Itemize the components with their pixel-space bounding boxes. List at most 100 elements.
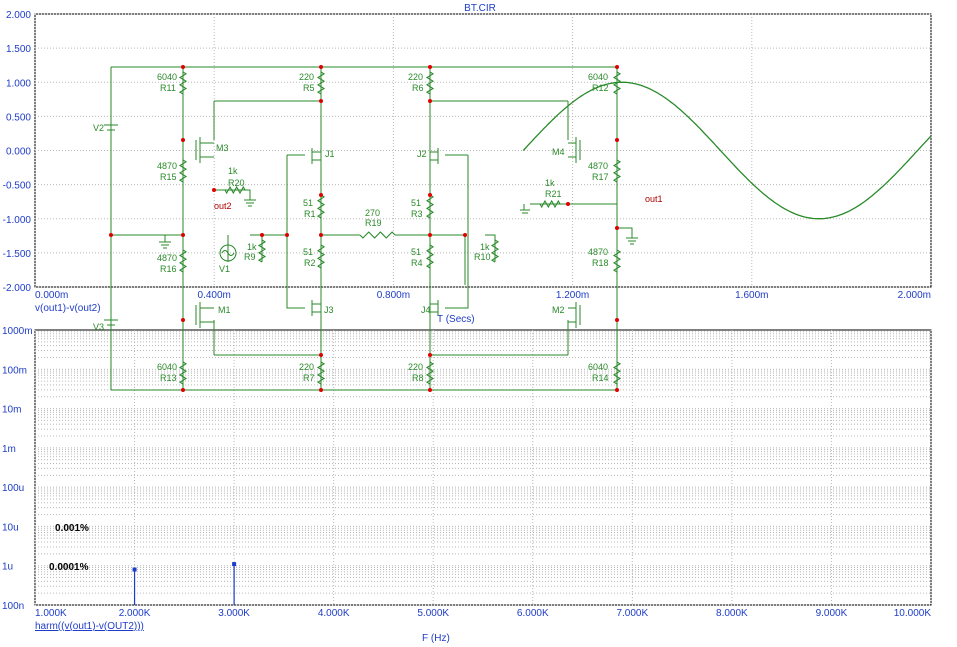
schematic-node (319, 353, 323, 357)
schematic-label[interactable]: R10 (474, 252, 491, 262)
schematic-label[interactable]: 6040 (588, 362, 608, 372)
schematic-node (428, 193, 432, 197)
top-y-tick: -1.000 (3, 215, 32, 226)
schematic-node (428, 353, 432, 357)
branch-wires (182, 67, 431, 390)
schematic-label[interactable]: R15 (160, 172, 177, 182)
circuit-schematic[interactable] (104, 66, 638, 391)
schematic-label[interactable]: V1 (219, 264, 230, 274)
schematic-label[interactable]: R21 (545, 189, 562, 199)
bottom-plot-grid (34, 330, 932, 606)
schematic-label[interactable]: 1k (480, 242, 490, 252)
bottom-y-tick: 100m (2, 365, 27, 376)
schematic-label[interactable]: 220 (299, 362, 314, 372)
bottom-y-tick: 1000m (2, 326, 33, 337)
top-y-tick: -1.500 (3, 249, 32, 260)
top-y-tick: 0.000 (6, 147, 31, 158)
schematic-label[interactable]: M3 (216, 143, 229, 153)
schematic-label[interactable]: V2 (93, 123, 104, 133)
schematic-label[interactable]: M2 (552, 305, 565, 315)
schematic-node (463, 233, 467, 237)
resistor (612, 361, 622, 385)
schematic-label[interactable]: 6040 (157, 72, 177, 82)
top-x-tick: 0.000m (35, 290, 68, 301)
schematic-label[interactable]: 4870 (157, 253, 177, 263)
resistor (425, 361, 435, 385)
schematic-label[interactable]: 51 (411, 198, 421, 208)
top-x-tick: 1.600m (735, 290, 768, 301)
bottom-x-tick: 7.000K (616, 608, 648, 619)
schematic-label[interactable]: R9 (244, 252, 256, 262)
schematic-node (428, 388, 432, 392)
schematic-label[interactable]: R11 (160, 83, 176, 93)
schematic-label[interactable]: V3 (93, 322, 104, 332)
schematic-label[interactable]: 6040 (588, 72, 608, 82)
resistor (316, 71, 326, 95)
schematic-label[interactable]: 220 (408, 362, 423, 372)
resistor (612, 159, 622, 183)
schematic-label[interactable]: R17 (592, 172, 609, 182)
schematic-label[interactable]: 4870 (588, 247, 608, 257)
schematic-label[interactable]: R3 (411, 209, 423, 219)
schematic-label[interactable]: R4 (411, 258, 423, 268)
resistor (425, 194, 435, 219)
schematic-node (109, 233, 113, 237)
top-trace-label[interactable]: v(out1)-v(out2) (35, 303, 101, 314)
bottom-y-tick: 1m (2, 444, 16, 455)
resistor (316, 194, 326, 219)
top-y-axis: 2.0001.5001.0000.5000.000-0.500-1.000-1.… (3, 10, 32, 294)
resistor (612, 71, 622, 95)
schematic-label[interactable]: J2 (417, 149, 427, 159)
schematic-label[interactable]: 1k (545, 178, 555, 188)
resistor (539, 199, 561, 209)
schematic-label[interactable]: 51 (411, 247, 421, 257)
schematic-label[interactable]: R6 (412, 83, 424, 93)
schematic-node (319, 388, 323, 392)
schematic-node (319, 233, 323, 237)
schematic-node (212, 188, 216, 192)
bottom-x-tick: 9.000K (816, 608, 848, 619)
schematic-label[interactable]: 4870 (157, 161, 177, 171)
schematic-label[interactable]: J3 (324, 305, 334, 315)
schematic-node (615, 65, 619, 69)
bottom-x-tick: 2.000K (119, 608, 151, 619)
schematic-label[interactable]: R20 (228, 178, 245, 188)
schematic-label[interactable]: R8 (412, 373, 424, 383)
j1-symbol (311, 148, 321, 164)
schematic-label[interactable]: R16 (160, 264, 177, 274)
bottom-y-tick: 100n (2, 601, 24, 612)
schematic-label[interactable]: R19 (365, 218, 382, 228)
schematic-label[interactable]: 4870 (588, 161, 608, 171)
schematic-label[interactable]: out1 (645, 194, 663, 204)
schematic-label[interactable]: R1 (304, 209, 316, 219)
schematic-label[interactable]: out2 (214, 201, 232, 211)
schematic-label[interactable]: R13 (160, 373, 177, 383)
schematic-label[interactable]: M4 (552, 147, 565, 157)
schematic-label[interactable]: 220 (408, 72, 423, 82)
schematic-label[interactable]: R7 (303, 373, 315, 383)
schematic-label[interactable]: R12 (592, 83, 609, 93)
schematic-label[interactable]: R5 (303, 83, 315, 93)
bottom-trace-label[interactable]: harm((v(out1)-v(OUT2))) (35, 621, 144, 632)
schematic-label[interactable]: 270 (365, 208, 380, 218)
bottom-y-tick: 10u (2, 522, 19, 533)
schematic-label[interactable]: R14 (592, 373, 609, 383)
resistor (224, 185, 246, 195)
schematic-label[interactable]: M1 (218, 305, 231, 315)
schematic-label[interactable]: 6040 (157, 362, 177, 372)
schematic-label[interactable]: 51 (303, 198, 313, 208)
schematic-label[interactable]: J1 (325, 149, 335, 159)
schematic-label[interactable]: R18 (592, 258, 609, 268)
schematic-label[interactable]: 51 (303, 247, 313, 257)
schematic-label[interactable]: J4 (421, 305, 431, 315)
schematic-label[interactable]: 1k (247, 242, 257, 252)
schematic-label[interactable]: 1k (228, 166, 238, 176)
schematic-label[interactable]: R2 (304, 258, 316, 268)
schematic-node (181, 388, 185, 392)
resistor (359, 231, 396, 239)
schematic-label[interactable]: 220 (299, 72, 314, 82)
v1-source (219, 244, 237, 262)
